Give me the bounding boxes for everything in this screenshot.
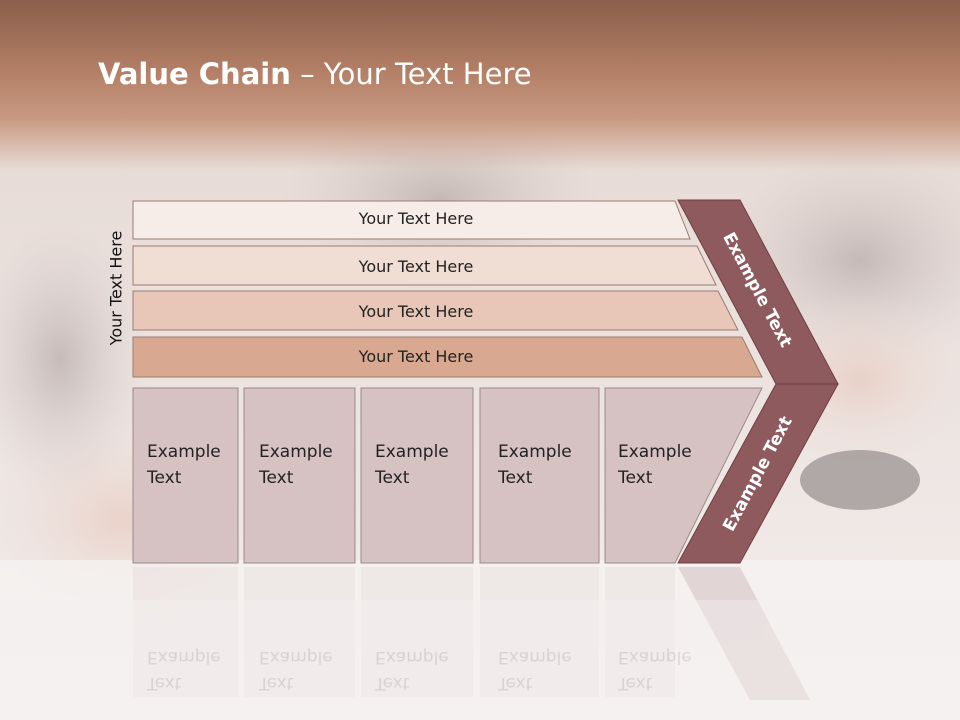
chevron-lower[interactable]	[677, 383, 839, 564]
column-3-label: Example Text	[375, 442, 449, 488]
title-rest: – Your Text Here	[290, 57, 532, 91]
bar-4[interactable]	[132, 336, 763, 378]
bar-3-label: Your Text Here	[358, 302, 474, 321]
bar-1[interactable]	[132, 200, 691, 240]
svg-text:Example: Example	[147, 647, 221, 667]
svg-text:Example: Example	[498, 647, 572, 667]
column-1-label: Example Text	[147, 442, 221, 488]
svg-text:Text: Text	[258, 673, 294, 693]
bar-2[interactable]	[132, 245, 717, 286]
svg-text:Example: Example	[259, 647, 333, 667]
column-2-label: Example Text	[259, 442, 333, 488]
column-1[interactable]	[132, 387, 239, 564]
bar-1-label: Your Text Here	[358, 209, 474, 228]
title-bold: Value Chain	[98, 57, 291, 91]
svg-text:Text: Text	[497, 673, 533, 693]
svg-text:Example: Example	[375, 647, 449, 667]
title-band	[0, 0, 960, 170]
svg-text:Example: Example	[618, 647, 692, 667]
column-3[interactable]	[360, 387, 474, 564]
bar-4-label: Your Text Here	[358, 347, 474, 366]
svg-text:Text: Text	[374, 673, 410, 693]
bar-2-label: Your Text Here	[358, 257, 474, 276]
reflection	[133, 567, 810, 700]
column-2[interactable]	[243, 387, 356, 564]
column-5[interactable]	[604, 387, 763, 564]
column-4[interactable]	[479, 387, 600, 564]
column-5-label: Example Text	[618, 442, 692, 488]
slide-title: Value Chain – Your Text Here	[98, 54, 532, 94]
reflection-text: Example Text Example Text Example Text E…	[146, 647, 692, 693]
svg-text:Text: Text	[146, 673, 182, 693]
column-4-label: Example Text	[498, 442, 572, 488]
bar-3[interactable]	[132, 290, 739, 331]
svg-text:Text: Text	[617, 673, 653, 693]
